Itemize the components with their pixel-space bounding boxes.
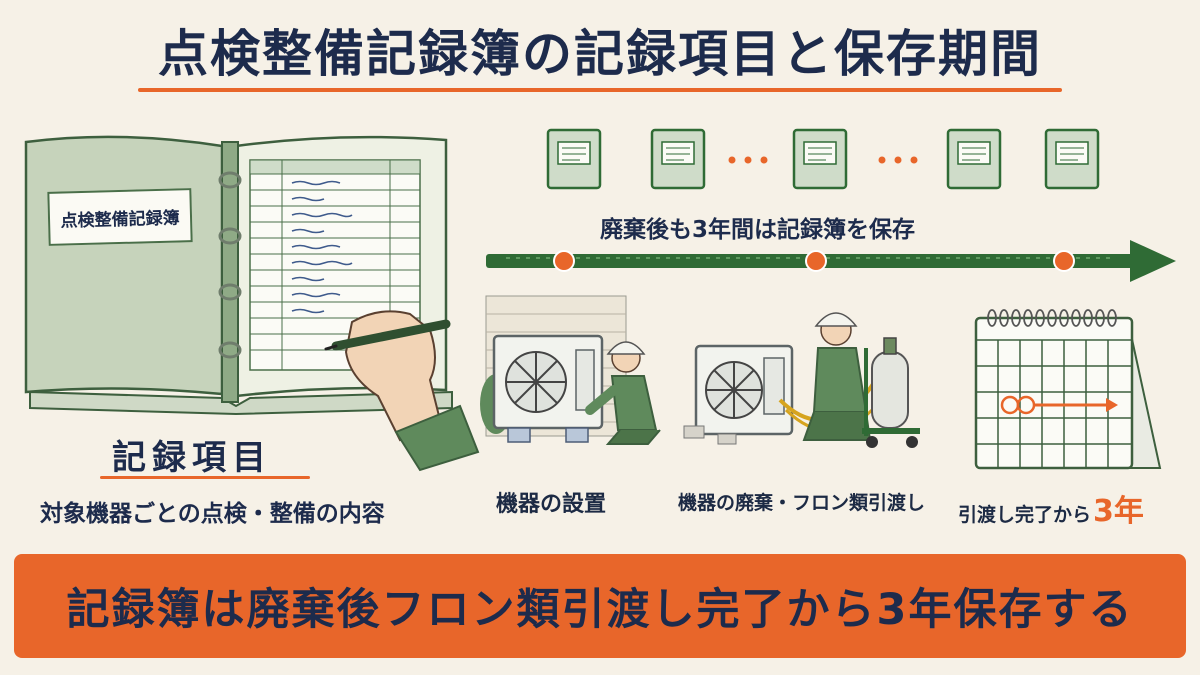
timeline-marker-disposal [805, 250, 827, 272]
timeline-label-three-years: 引渡し完了から3年 [958, 486, 1144, 530]
timeline-marker-three-years [1053, 250, 1075, 272]
timeline-label-install: 機器の設置 [496, 492, 607, 517]
calendar-icon [974, 309, 1162, 470]
record-book-illustration [24, 135, 480, 472]
retention-caption: 廃棄後も3年間は記録簿を保存 [600, 217, 916, 243]
ellipsis-dots-2 [878, 156, 918, 164]
summary-banner-text: 記録簿は廃棄後フロン類引渡し完了から3年保存する [66, 585, 1134, 635]
timeline-marker-install [553, 250, 575, 272]
book-icon-1 [546, 128, 602, 190]
ellipsis-dots-1 [728, 156, 768, 164]
page-title: 点検整備記録簿の記録項目と保存期間 [158, 25, 1042, 83]
timeline-label-three-years-text: 引渡し完了から [958, 504, 1092, 526]
installation-illustration [480, 295, 661, 445]
title-underline [138, 88, 1062, 92]
book-icon-3 [792, 128, 848, 190]
timeline-label-disposal: 機器の廃棄・フロン類引渡し [678, 492, 926, 514]
disposal-illustration [683, 312, 920, 448]
record-items-heading: 記録項目 [112, 438, 272, 478]
book-icon-5 [1044, 128, 1100, 190]
book-icon-2 [650, 128, 706, 190]
record-items-description: 対象機器ごとの点検・整備の内容 [40, 501, 385, 527]
three-years-accent: 3年 [1093, 494, 1144, 529]
binder-cover-label: 点検整備記録簿 [47, 188, 193, 246]
book-icon-4 [946, 128, 1002, 190]
record-items-underline [100, 476, 310, 479]
summary-banner: 記録簿は廃棄後フロン類引渡し完了から3年保存する [14, 554, 1186, 658]
